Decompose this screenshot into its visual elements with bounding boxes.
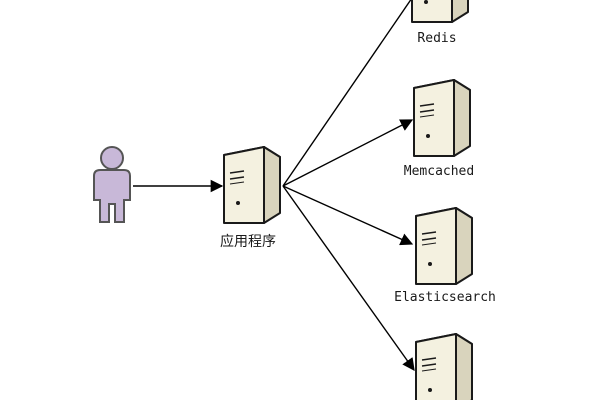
elasticsearch-label: Elasticsearch bbox=[394, 290, 496, 305]
memcached-label: Memcached bbox=[403, 164, 475, 179]
edge-app-to-memcached bbox=[282, 119, 414, 187]
edge-app-to-redis bbox=[282, 0, 412, 187]
server-icon bbox=[223, 146, 281, 224]
edges bbox=[133, 0, 415, 372]
edge-app-to-elasticsearch bbox=[282, 185, 414, 246]
server-icon bbox=[413, 79, 471, 157]
app-label: 应用程序 bbox=[220, 234, 276, 250]
user-icon bbox=[93, 146, 131, 223]
server-icon bbox=[415, 333, 473, 400]
server-icon bbox=[415, 207, 473, 285]
redis-label: Redis bbox=[417, 31, 457, 46]
server-icon bbox=[411, 0, 469, 23]
edge-app-to-bottom-server bbox=[282, 185, 415, 372]
